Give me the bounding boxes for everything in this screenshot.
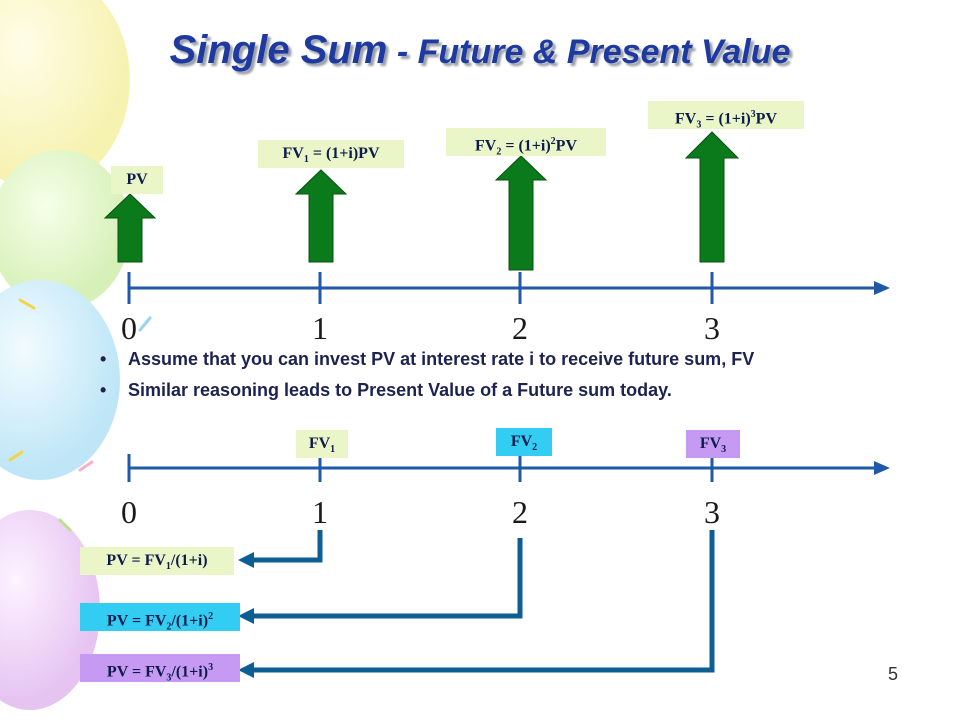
bullet-list: • Assume that you can invest PV at inter… <box>100 348 860 410</box>
slide-title: Single Sum - Future & Present Value <box>0 28 960 73</box>
bottom-tick-label-0: 0 <box>121 494 137 530</box>
top-tick-label-2: 2 <box>512 310 528 346</box>
discount-arrowhead-1 <box>238 552 254 568</box>
fv2-label: FV2 = (1+i)2PV <box>446 128 606 158</box>
slide-title-rest: - Future & Present Value <box>387 33 791 71</box>
discount-arrowhead-2 <box>238 608 254 624</box>
bottom-tick-label-2: 2 <box>512 494 528 530</box>
slide-title-main: Single Sum <box>169 28 388 72</box>
fv1-label: FV1 = (1+i)PV <box>258 140 404 168</box>
bullet-item: • Similar reasoning leads to Present Val… <box>100 380 672 400</box>
pv-label: PV <box>111 166 163 194</box>
bullet-dot-icon: • <box>100 349 107 369</box>
fv3-label: FV3 = (1+i)3PV <box>648 101 804 131</box>
pv2-formula: PV = FV2/(1+i)2 <box>80 603 240 633</box>
top-timeline-arrowhead <box>874 281 890 295</box>
discount-arrow-1 <box>252 530 323 563</box>
balloon-green <box>0 150 130 310</box>
discount-arrow-2 <box>252 538 523 619</box>
balloon-purple <box>0 510 100 710</box>
fv3-arrow <box>684 131 740 263</box>
bottom-tick-label-3: 3 <box>704 494 720 530</box>
bottom-tick-label-1: 1 <box>312 494 328 530</box>
bottom-fv2-label: FV2 <box>496 428 552 456</box>
balloon-yellow <box>0 0 130 190</box>
bullet-dot-icon: • <box>100 380 107 400</box>
top-tick-label-3: 3 <box>704 310 720 346</box>
bottom-fv3-label: FV3 <box>686 430 740 458</box>
discount-arrow-3 <box>252 530 715 673</box>
pv-arrow <box>103 193 157 263</box>
bottom-timeline-arrowhead <box>874 461 890 475</box>
top-tick-label-1: 1 <box>312 310 328 346</box>
pv3-formula: PV = FV3/(1+i)3 <box>80 654 240 684</box>
balloon-blue <box>0 280 120 480</box>
pv1-formula: PV = FV1/(1+i) <box>80 547 234 575</box>
fv1-arrow <box>294 169 348 263</box>
bullet-item: • Assume that you can invest PV at inter… <box>100 349 755 369</box>
fv2-arrow <box>494 155 548 271</box>
discount-arrowhead-3 <box>238 662 254 678</box>
top-tick-label-0: 0 <box>121 310 137 346</box>
page-number: 5 <box>887 664 898 684</box>
bottom-fv1-label: FV1 <box>296 430 348 458</box>
